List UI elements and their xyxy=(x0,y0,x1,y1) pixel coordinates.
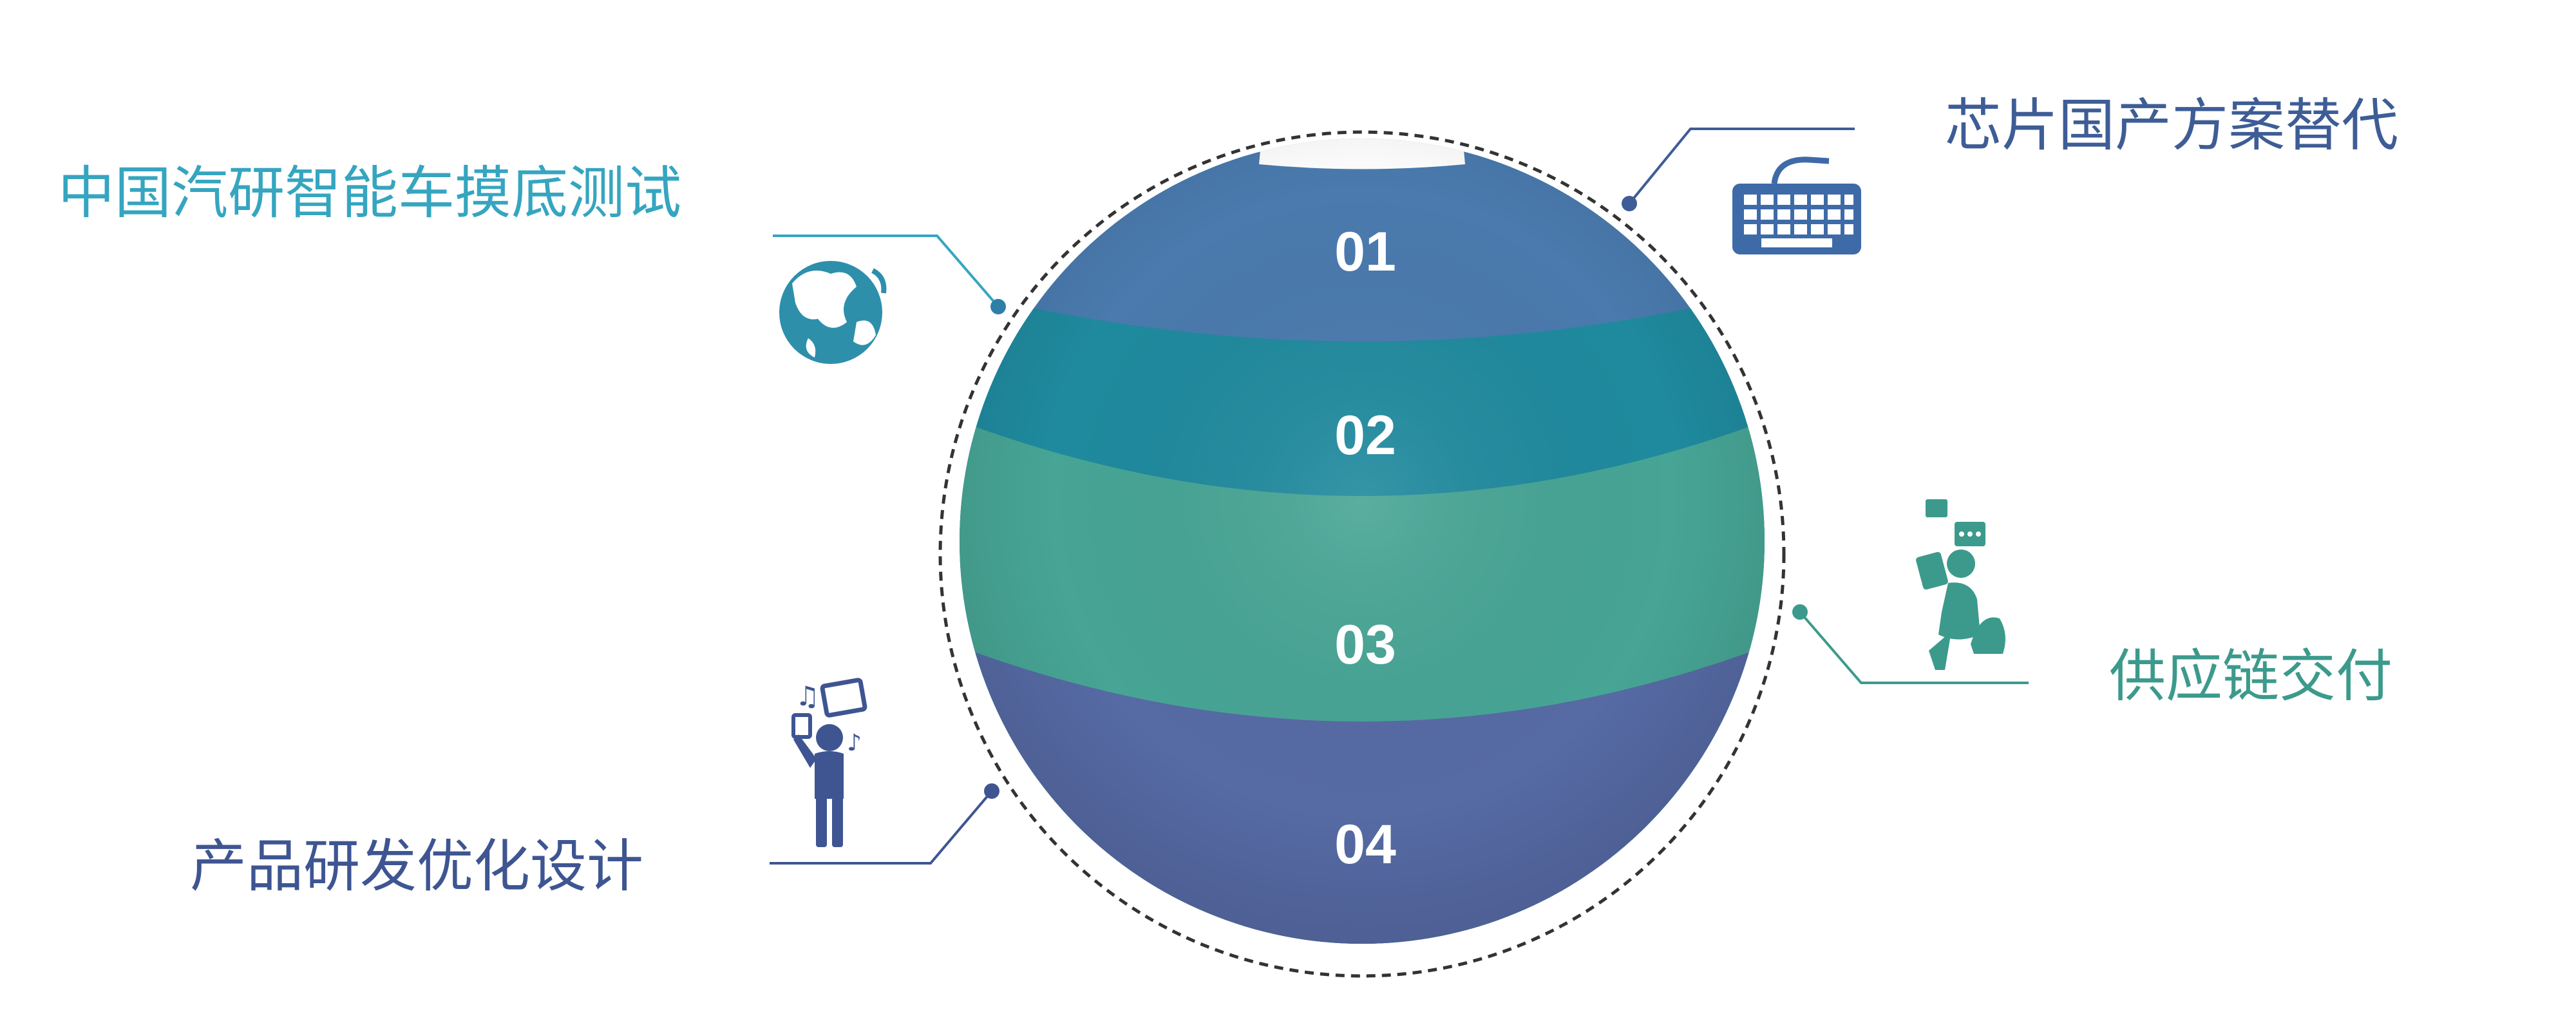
dashed-orbit-circle xyxy=(938,130,1786,978)
svg-text:♫: ♫ xyxy=(795,680,820,712)
label-top-left: 中国汽研智能车摸底测试 xyxy=(58,160,681,226)
person-juggling-devices-icon: ♫ ♪ xyxy=(791,678,867,847)
keyboard-icon xyxy=(1732,157,1861,254)
connector-bottom-left xyxy=(770,783,999,865)
segment-03-number: 03 xyxy=(1334,614,1396,676)
segment-01-number: 01 xyxy=(1334,221,1396,283)
connector-top-right xyxy=(1622,128,1855,211)
connector-right xyxy=(1792,604,2029,684)
person-kneeling-with-tablet-icon xyxy=(1916,499,2005,670)
label-top-right: 芯片国产方案替代 xyxy=(1945,92,2398,158)
connector-top-left xyxy=(773,234,1006,314)
globe-icon xyxy=(779,261,887,364)
sphere xyxy=(960,139,1765,944)
segment-04-number: 04 xyxy=(1334,814,1396,875)
label-bottom-left: 产品研发优化设计 xyxy=(190,833,643,899)
segment-02-number: 02 xyxy=(1334,405,1396,466)
label-right: 供应链交付 xyxy=(2109,643,2392,709)
svg-text:♪: ♪ xyxy=(847,730,862,756)
